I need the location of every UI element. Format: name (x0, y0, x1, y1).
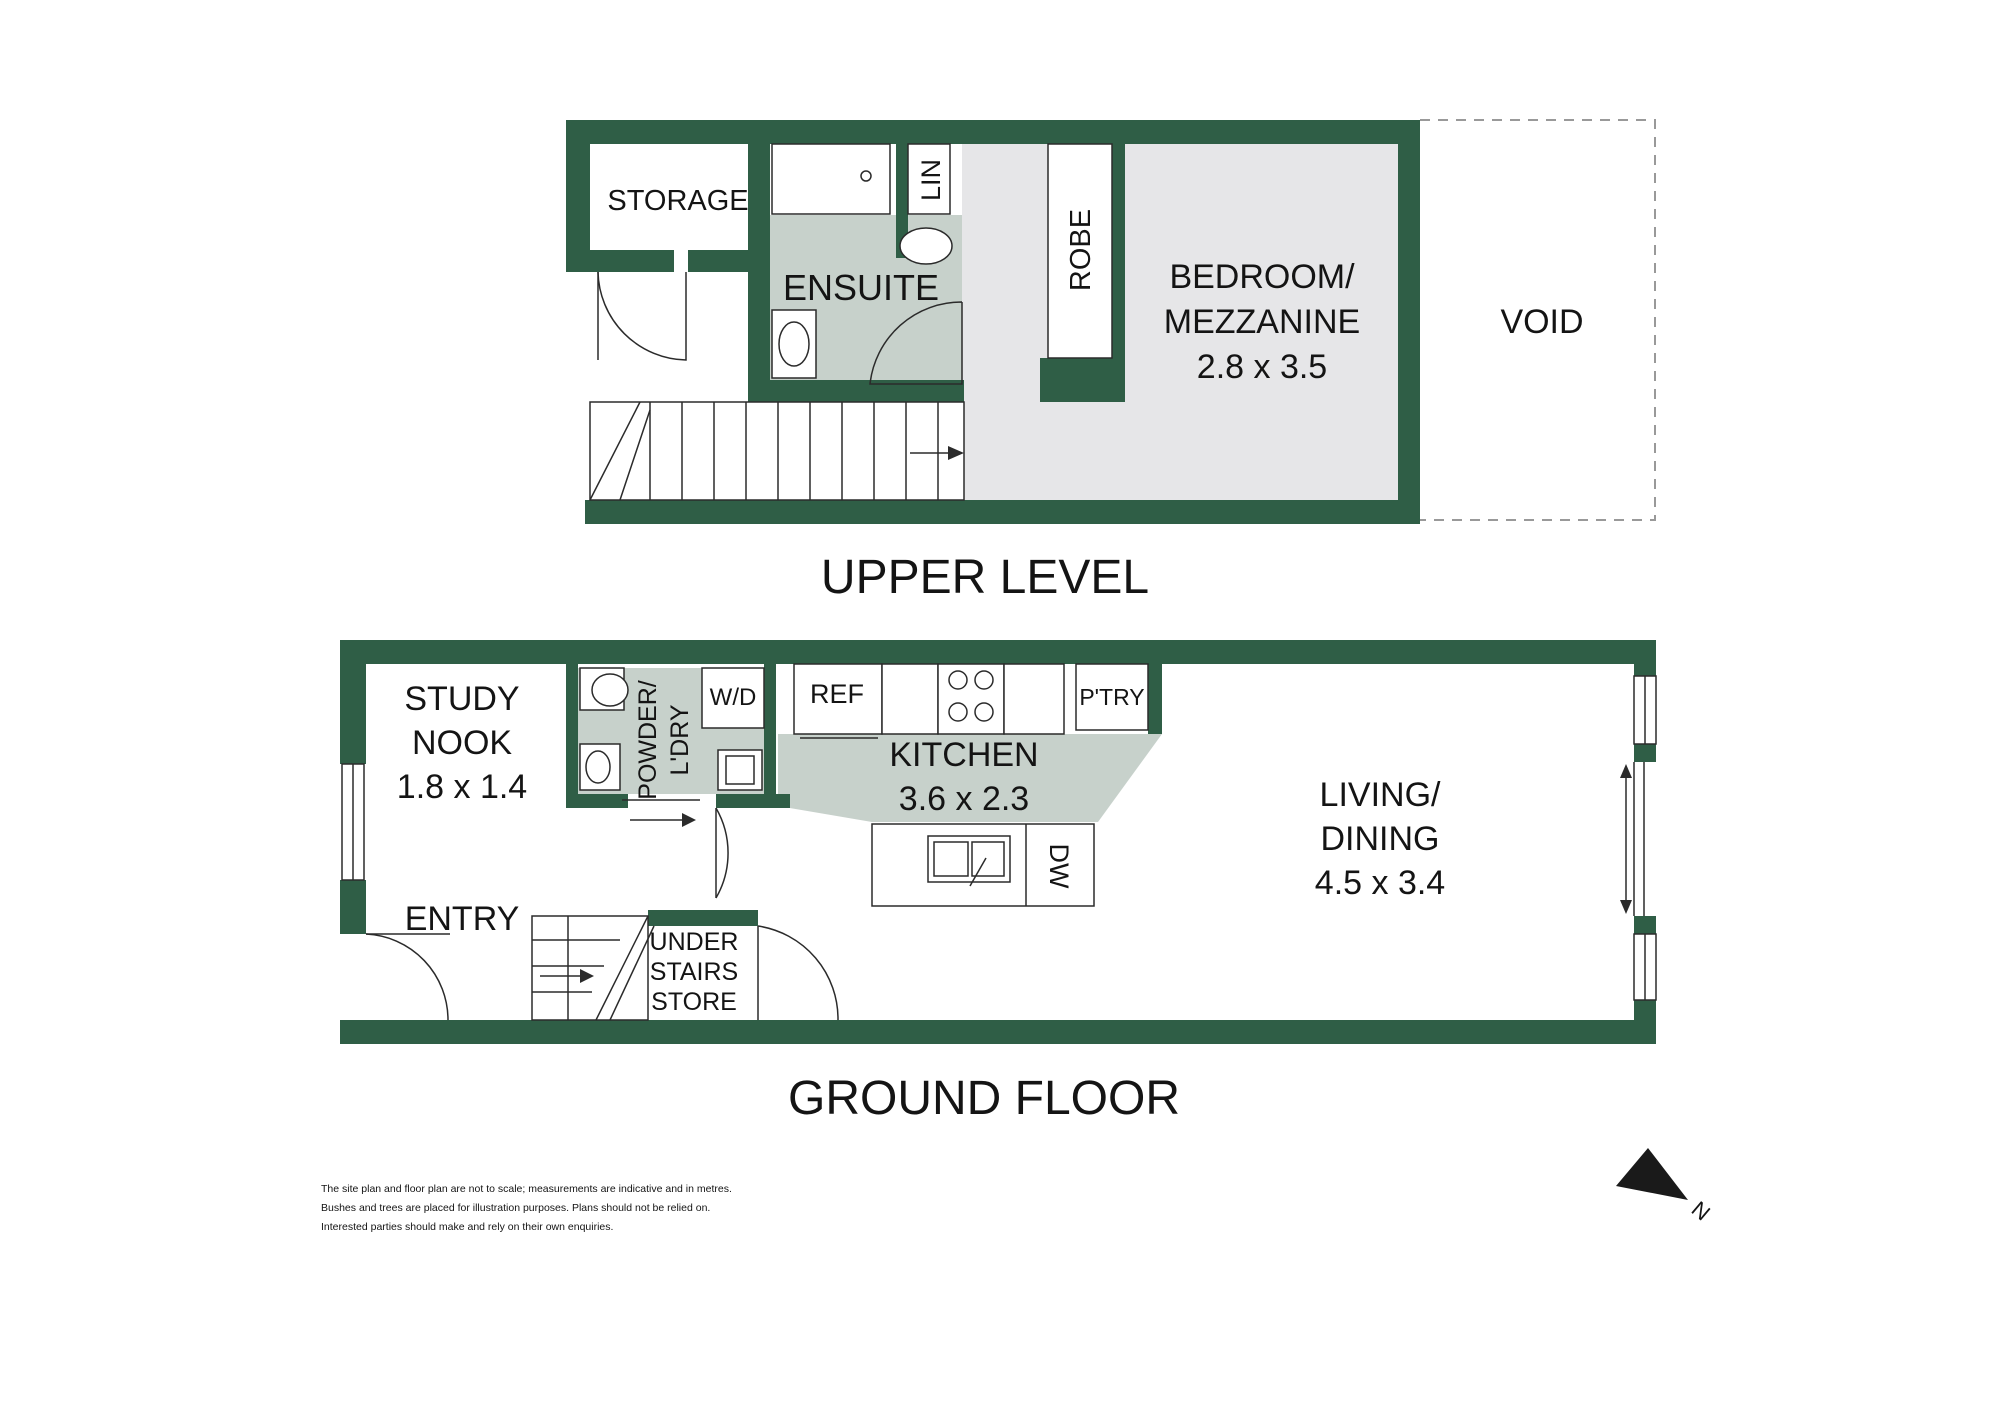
ground-floor-plan: STUDY NOOK 1.8 x 1.4 POWDER/ L'DRY W/D R… (340, 640, 1657, 1125)
ground-walls (340, 640, 1656, 1044)
bedroom-size: 2.8 x 3.5 (1197, 348, 1327, 386)
disclaimer: The site plan and floor plan are not to … (321, 1183, 732, 1233)
linen-label: LIN (916, 159, 946, 201)
living-sliding-door (1620, 762, 1645, 916)
ground-stairs (531, 915, 655, 1021)
laundry-tub-bowl (725, 755, 755, 785)
linen-cupboard (907, 143, 951, 215)
basin-icon (585, 750, 611, 784)
disclaimer-line: The site plan and floor plan are not to … (321, 1183, 732, 1195)
powder-toilet-bowl (591, 673, 629, 707)
void-label: VOID (1500, 303, 1583, 341)
ref-label: REF (810, 679, 864, 709)
under-stairs-label-line1: UNDER (650, 928, 739, 956)
living-window-bottom (1633, 933, 1657, 1001)
refrigerator (793, 663, 883, 735)
shower-drain (860, 170, 872, 182)
storage-label: STORAGE (607, 185, 748, 217)
living-label-line1: LIVING/ (1320, 776, 1441, 814)
powder-label-line2: L'DRY (666, 704, 694, 775)
north-label: N (1687, 1196, 1715, 1225)
dw-label: DW (1044, 844, 1074, 889)
under-stairs-label-line3: STORE (651, 988, 737, 1016)
ground-stair-arrow-icon (540, 969, 594, 983)
kitchen-size: 3.6 x 2.3 (899, 780, 1029, 818)
bench-left (881, 663, 939, 735)
study-window (341, 763, 365, 881)
study-size: 1.8 x 1.4 (397, 768, 527, 806)
cooktop (937, 663, 1005, 735)
upper-level-plan: STORAGE LIN ENSUITE ROBE BEDROOM/ MEZZAN… (566, 119, 1656, 604)
shower (771, 143, 891, 215)
bedroom-label-line1: BEDROOM/ (1169, 258, 1355, 296)
bedroom-label-line2: MEZZANINE (1164, 303, 1360, 341)
living-size: 4.5 x 3.4 (1315, 864, 1445, 902)
ground-floor-title: GROUND FLOOR (788, 1072, 1180, 1125)
pantry-label: P'TRY (1079, 684, 1144, 710)
disclaimer-line: Interested parties should make and rely … (321, 1221, 613, 1233)
study-label-line1: STUDY (404, 680, 519, 718)
robe-label: ROBE (1065, 209, 1097, 291)
entry-label: ENTRY (405, 900, 520, 938)
stair-arrow-icon (910, 446, 964, 460)
pantry (1075, 663, 1149, 731)
kitchen-floor (778, 734, 1162, 822)
living-label-line2: DINING (1321, 820, 1440, 858)
upper-stairs (589, 401, 965, 501)
storage-door (597, 271, 687, 361)
burner-icon (974, 670, 994, 690)
basin-icon (778, 321, 810, 367)
north-arrow-icon: N (1616, 1148, 1715, 1226)
bench-right (1003, 663, 1065, 735)
living-window-top (1633, 675, 1657, 745)
powder-arrow-icon (630, 813, 696, 827)
storage-room (590, 144, 748, 250)
burner-icon (948, 670, 968, 690)
wd-label: W/D (710, 684, 757, 711)
burner-icon (948, 702, 968, 722)
ensuite-door (869, 301, 963, 385)
void-outline (1420, 119, 1656, 521)
study-label-line2: NOOK (412, 724, 512, 762)
bedroom-floor (962, 140, 1398, 500)
under-stairs-door (757, 925, 839, 1021)
toilet (899, 227, 953, 265)
ensuite-label: ENSUITE (783, 267, 939, 308)
disclaimer-line: Bushes and trees are placed for illustra… (321, 1202, 710, 1214)
powder-label-line1: POWDER/ (634, 680, 662, 800)
robe (1047, 143, 1113, 359)
entry-door (365, 933, 450, 1021)
upper-level-title: UPPER LEVEL (821, 551, 1149, 604)
kitchen-label: KITCHEN (889, 736, 1038, 774)
burner-icon (974, 702, 994, 722)
wd-cupboard (701, 667, 765, 729)
under-stairs-label-line2: STAIRS (650, 958, 738, 986)
hall-door (715, 807, 729, 899)
